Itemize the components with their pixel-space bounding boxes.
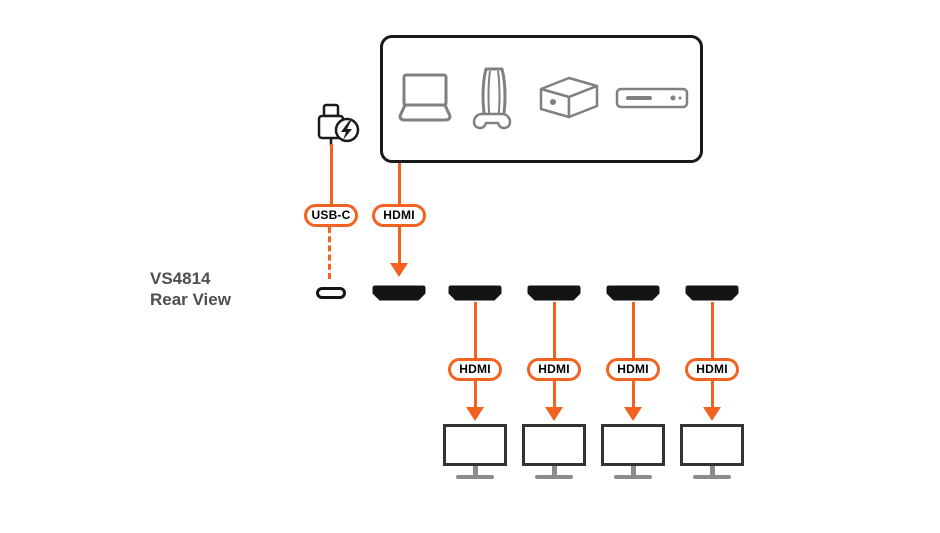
output-4-line-top [710,302,714,358]
down-arrow-icon [703,407,721,421]
hdmi-output-port-2 [526,284,582,302]
source-devices-box [380,35,703,163]
monitor-stand [630,466,636,475]
hdmi-in-line-top [397,163,401,204]
monitor-base [535,475,573,479]
down-arrow-icon [545,407,563,421]
hdmi-output-port-1 [447,284,503,302]
usb-c-port [316,287,346,299]
hdmi-in-line-bottom [397,227,401,263]
power-line-dashed [328,227,331,279]
hdmi-output-pill-2: HDMI [527,358,581,381]
output-3-line-bottom [631,381,635,407]
output-1-line-bottom [473,381,477,407]
hdmi-output-pill-1: HDMI [448,358,502,381]
output-2-line-top [552,302,556,358]
hdmi-output-pill-4: HDMI [685,358,739,381]
down-arrow-icon [624,407,642,421]
device-view: Rear View [150,290,231,309]
monitor-base [693,475,731,479]
power-adapter-icon [311,102,363,160]
monitor-icon-2 [522,424,586,466]
monitor-base [614,475,652,479]
game-console-icon [466,64,522,134]
monitor-stand [472,466,478,475]
hdmi-output-pill-3: HDMI [606,358,660,381]
output-3-line-top [631,302,635,358]
output-1-line-top [473,302,477,358]
monitor-stand [709,466,715,475]
hdmi-output-port-3 [605,284,661,302]
device-model: VS4814 [150,269,211,288]
power-line-top [329,144,333,204]
monitor-stand [551,466,557,475]
device-title: VS4814 Rear View [150,268,231,310]
output-2-line-bottom [552,381,556,407]
hdmi-input-pill: HDMI [372,204,426,227]
down-arrow-icon [466,407,484,421]
hdmi-input-port [371,284,427,302]
output-4-line-bottom [710,381,714,407]
mini-pc-icon [533,72,605,126]
monitor-icon-3 [601,424,665,466]
monitor-icon-4 [680,424,744,466]
monitor-icon-1 [443,424,507,466]
laptop-icon [394,72,456,126]
down-arrow-icon [390,263,408,277]
monitor-base [456,475,494,479]
media-player-icon [615,86,689,112]
usb-c-pill: USB-C [304,204,358,227]
hdmi-output-port-4 [684,284,740,302]
